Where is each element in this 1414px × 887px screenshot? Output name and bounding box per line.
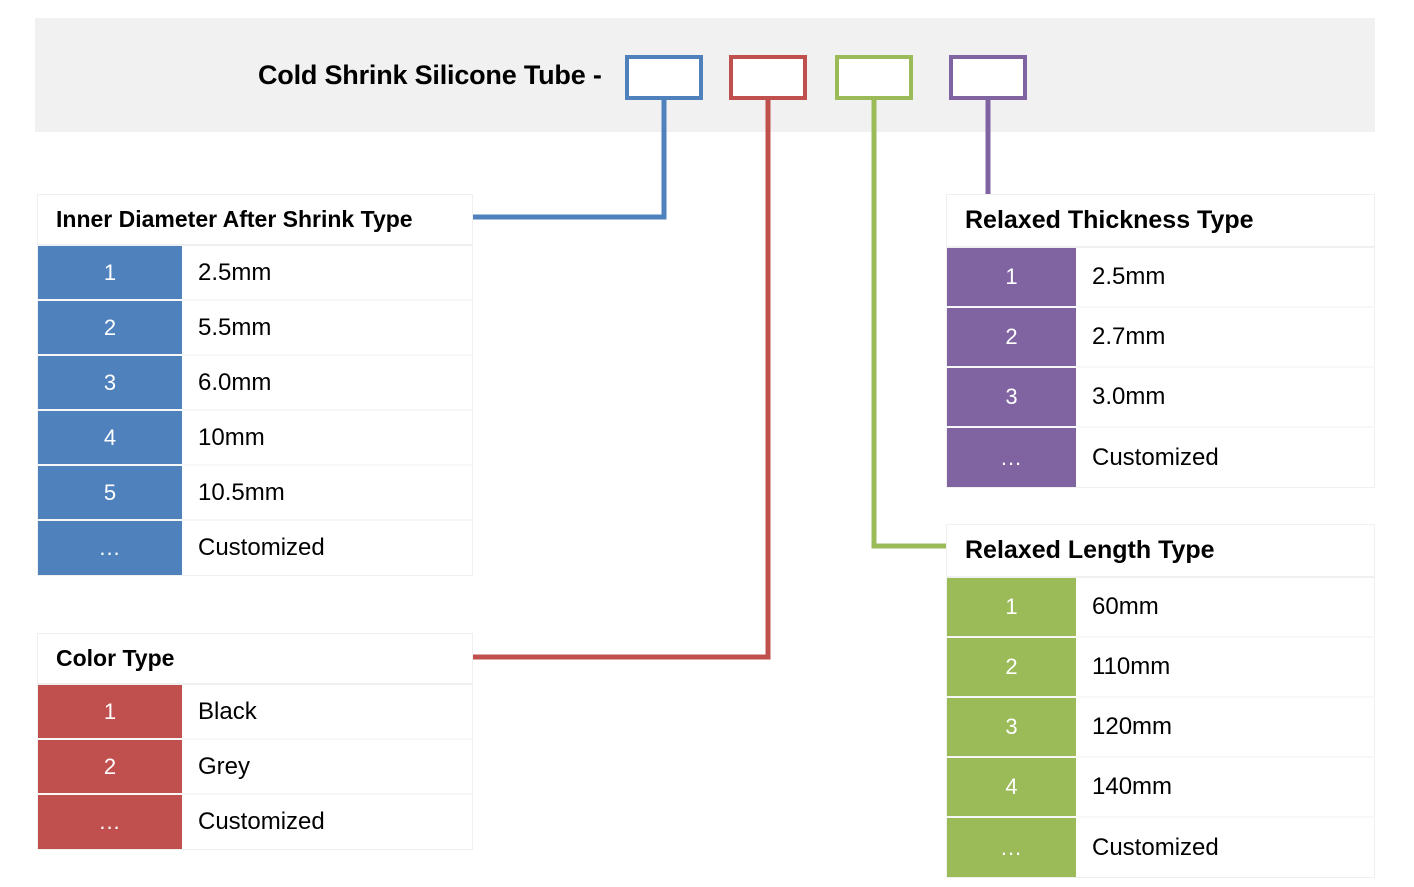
cell-code: 1 xyxy=(947,248,1076,306)
cell-code: 5 xyxy=(38,466,182,519)
cell-value: 10.5mm xyxy=(198,478,285,506)
cell-value: 2.5mm xyxy=(1092,263,1166,290)
cell-value: 6.0mm xyxy=(198,368,272,396)
cell-value: 140mm xyxy=(1092,773,1173,800)
table-row[interactable]: 4 140mm xyxy=(946,758,1375,818)
cell-code: ... xyxy=(947,428,1076,487)
header-band xyxy=(35,18,1375,132)
table-row[interactable]: 1 2.5mm xyxy=(37,246,473,301)
cell-code: 1 xyxy=(38,685,182,738)
cell-value: Customized xyxy=(1092,833,1219,861)
cell-value: 110mm xyxy=(1092,653,1171,680)
cell-value: 2.7mm xyxy=(1092,323,1166,350)
table-title-inner-diameter: Inner Diameter After Shrink Type xyxy=(37,194,473,246)
cell-value: Customized xyxy=(1092,443,1219,471)
code-box-thickness[interactable] xyxy=(949,55,1027,100)
table-row[interactable]: 2 2.7mm xyxy=(946,308,1375,368)
cell-code: ... xyxy=(947,818,1076,877)
cell-value: Customized xyxy=(198,808,325,835)
cell-code: 3 xyxy=(947,698,1076,756)
cell-code: 3 xyxy=(38,356,182,409)
cell-value: 3.0mm xyxy=(1092,383,1166,410)
table-relaxed-thickness: Relaxed Thickness Type 1 2.5mm 2 2.7mm 3… xyxy=(946,194,1375,488)
table-row[interactable]: 2 110mm xyxy=(946,638,1375,698)
cell-code: 4 xyxy=(38,411,182,464)
cell-code: 4 xyxy=(947,758,1076,816)
table-row[interactable]: 3 120mm xyxy=(946,698,1375,758)
table-row[interactable]: ... Customized xyxy=(37,521,473,576)
table-row[interactable]: 5 10.5mm xyxy=(37,466,473,521)
table-relaxed-length: Relaxed Length Type 1 60mm 2 110mm 3 120… xyxy=(946,524,1375,878)
code-box-diameter[interactable] xyxy=(625,55,703,100)
cell-code: ... xyxy=(38,521,182,575)
cell-value: Black xyxy=(198,697,257,725)
table-title-color: Color Type xyxy=(37,633,473,685)
cell-code: 3 xyxy=(947,368,1076,426)
table-row[interactable]: ... Customized xyxy=(37,795,473,850)
cell-value: 10mm xyxy=(198,423,265,451)
cell-code: ... xyxy=(38,795,182,849)
cell-value: 60mm xyxy=(1092,593,1159,620)
cell-value: 120mm xyxy=(1092,713,1173,740)
code-box-length[interactable] xyxy=(835,55,913,100)
cell-value: Customized xyxy=(198,534,325,561)
cell-value: 5.5mm xyxy=(198,313,272,341)
table-row[interactable]: ... Customized xyxy=(946,818,1375,878)
cell-code: 1 xyxy=(947,578,1076,636)
table-row[interactable]: 1 Black xyxy=(37,685,473,740)
table-row[interactable]: 3 6.0mm xyxy=(37,356,473,411)
cell-code: 2 xyxy=(38,740,182,793)
cell-code: 1 xyxy=(38,246,182,299)
table-row[interactable]: 2 Grey xyxy=(37,740,473,795)
table-row[interactable]: 4 10mm xyxy=(37,411,473,466)
cell-code: 2 xyxy=(947,638,1076,696)
cell-code: 2 xyxy=(38,301,182,354)
table-title-relaxed-thickness: Relaxed Thickness Type xyxy=(946,194,1375,248)
table-row[interactable]: 1 2.5mm xyxy=(946,248,1375,308)
table-title-relaxed-length: Relaxed Length Type xyxy=(946,524,1375,578)
connector-color xyxy=(473,100,771,660)
cell-value: Grey xyxy=(198,752,251,780)
table-row[interactable]: 3 3.0mm xyxy=(946,368,1375,428)
table-row[interactable]: 1 60mm xyxy=(946,578,1375,638)
connector-length xyxy=(871,100,947,549)
table-inner-diameter: Inner Diameter After Shrink Type 1 2.5mm… xyxy=(37,194,473,576)
code-box-color[interactable] xyxy=(729,55,807,100)
table-row[interactable]: ... Customized xyxy=(946,428,1375,488)
table-color: Color Type 1 Black 2 Grey ... Customized xyxy=(37,633,473,850)
cell-value: 2.5mm xyxy=(198,258,272,286)
table-row[interactable]: 2 5.5mm xyxy=(37,301,473,356)
cell-code: 2 xyxy=(947,308,1076,366)
page-title: Cold Shrink Silicone Tube - xyxy=(258,60,602,90)
